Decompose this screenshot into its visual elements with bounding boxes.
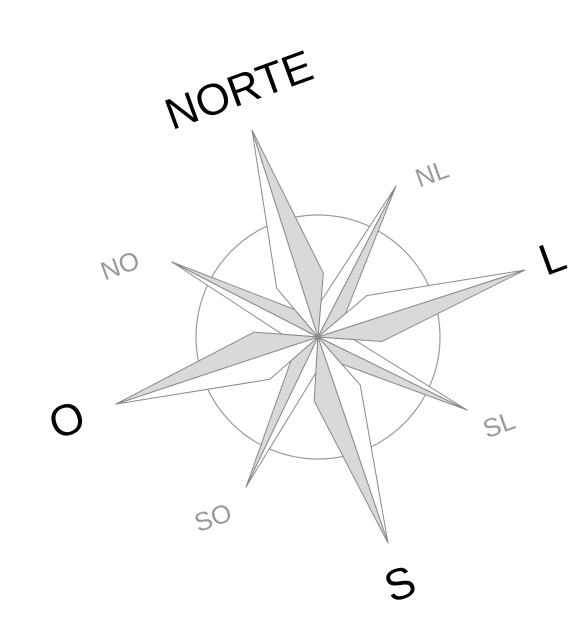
label-west: O	[43, 391, 92, 449]
label-northwest: NO	[96, 245, 143, 287]
cardinal-rays	[116, 130, 525, 543]
label-southwest: SO	[190, 497, 236, 538]
label-southeast: SL	[479, 405, 519, 444]
label-south: S	[378, 556, 422, 612]
label-north: NORTE	[159, 41, 320, 139]
label-northeast: NL	[411, 154, 453, 194]
label-east: L	[533, 231, 573, 285]
